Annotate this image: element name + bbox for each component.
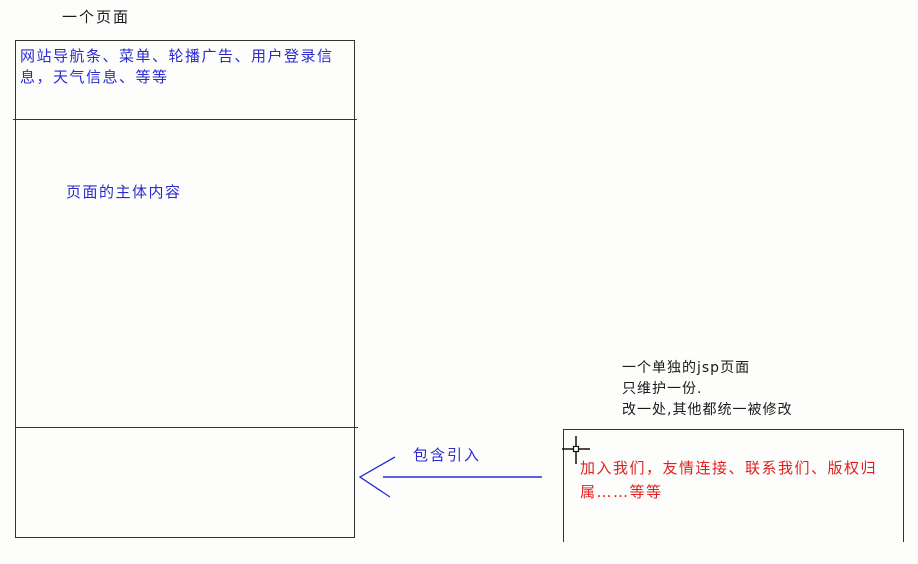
note-line: 只维护一份.	[622, 381, 703, 397]
page-title: 一个页面	[62, 8, 131, 26]
header-section-label: 网站导航条、菜单、轮播广告、用户登录信息，天气信息、等等	[20, 47, 334, 86]
include-arrow-label: 包含引入	[413, 446, 482, 464]
jsp-footer-box	[563, 429, 904, 542]
page-layout-box	[15, 40, 355, 538]
note-line: 一个单独的jsp页面	[622, 360, 751, 376]
note-line: 改一处,其他都统一被修改	[622, 402, 793, 418]
crosshair-cursor-icon	[562, 436, 590, 464]
jsp-page-note: 一个单独的jsp页面 只维护一份. 改一处,其他都统一被修改	[622, 358, 792, 421]
footer-divider	[15, 427, 358, 428]
left-arrow-icon	[358, 456, 542, 498]
header-divider	[13, 119, 357, 120]
main-section-label: 页面的主体内容	[66, 183, 182, 201]
footer-content-label: 加入我们，友情连接、联系我们、版权归属……等等	[580, 459, 878, 501]
